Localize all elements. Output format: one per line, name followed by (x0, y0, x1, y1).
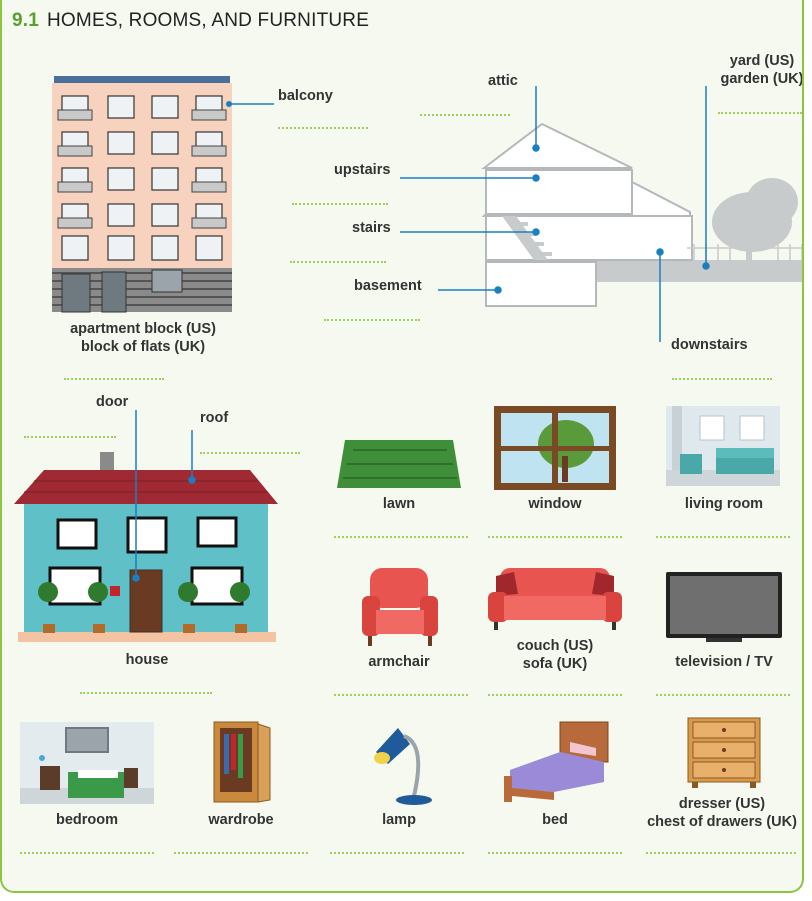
answer-line-attic (420, 114, 510, 116)
label-attic: attic (488, 73, 518, 89)
answer-line-basement (324, 319, 420, 321)
label-roof: roof (200, 410, 229, 426)
answer-line-apartment (64, 378, 164, 380)
answer-line-couch (488, 694, 622, 696)
label-lamp: lamp (382, 812, 416, 828)
answer-line-wardrobe (174, 852, 308, 854)
answer-line-bed (488, 852, 622, 854)
answer-line-balcony (278, 127, 368, 129)
bedroom-illustration (20, 722, 154, 804)
label-bedroom: bedroom (55, 812, 119, 828)
label-lawn: lawn (382, 496, 416, 512)
label-television: television / TV (675, 654, 773, 670)
label-apartment-us: apartment block (US) (70, 321, 216, 337)
answer-line-lawn (334, 536, 468, 538)
television-illustration (666, 572, 782, 642)
label-bed: bed (542, 812, 568, 828)
answer-line-television (656, 694, 790, 696)
answer-line-stairs (290, 261, 386, 263)
label-living-room: living room (684, 496, 764, 512)
answer-line-lamp (330, 852, 464, 854)
label-sofa-uk: sofa (UK) (522, 656, 588, 672)
label-basement: basement (354, 278, 422, 294)
label-garden-uk: garden (UK) (720, 71, 804, 87)
label-chest-uk: chest of drawers (UK) (647, 814, 797, 830)
label-couch-us: couch (US) (516, 638, 594, 654)
answer-line-bedroom (20, 852, 154, 854)
wardrobe-illustration (213, 721, 271, 803)
couch-illustration (488, 568, 622, 630)
living-room-illustration (666, 406, 780, 486)
window-illustration (494, 406, 616, 490)
answer-line-armchair (334, 694, 468, 696)
answer-line-yard (718, 112, 802, 114)
answer-line-downstairs (672, 378, 772, 380)
label-apartment-uk: block of flats (UK) (80, 339, 206, 355)
answer-line-roof (200, 452, 300, 454)
label-dresser: dresser (US) chest of drawers (UK) (642, 795, 802, 831)
label-downstairs: downstairs (671, 337, 748, 353)
label-yard-garden: yard (US) garden (UK) (712, 52, 804, 88)
section-title: HOMES, ROOMS, AND FURNITURE (47, 10, 370, 31)
label-door: door (96, 394, 129, 410)
answer-line-living-room (656, 536, 790, 538)
dresser-illustration (687, 717, 761, 788)
label-armchair: armchair (368, 654, 430, 670)
label-stairs: stairs (352, 220, 391, 236)
label-wardrobe: wardrobe (208, 812, 274, 828)
page-title: 9.1 HOMES, ROOMS, AND FURNITURE (12, 10, 369, 32)
label-window: window (528, 496, 582, 512)
bed-illustration (504, 721, 609, 802)
lamp-illustration (374, 728, 432, 805)
answer-line-window (488, 536, 622, 538)
label-apartment-block: apartment block (US) block of flats (UK) (52, 320, 234, 356)
apartment-block-illustration (52, 76, 232, 313)
answer-line-door (24, 436, 116, 438)
label-house: house (125, 652, 169, 668)
section-pointers (400, 86, 710, 342)
label-upstairs: upstairs (334, 162, 391, 178)
answer-line-house (80, 692, 212, 694)
label-yard-us: yard (US) (729, 53, 795, 69)
label-couch-sofa: couch (US) sofa (UK) (490, 637, 620, 673)
answer-line-upstairs (292, 203, 388, 205)
answer-line-dresser (646, 852, 796, 854)
house-pointers (132, 410, 196, 582)
house-illustration (14, 452, 278, 642)
armchair-illustration (362, 568, 438, 646)
label-balcony: balcony (278, 88, 333, 104)
label-dresser-us: dresser (US) (678, 796, 766, 812)
lawn-illustration (337, 440, 461, 488)
section-number: 9.1 (12, 10, 40, 31)
balcony-pointer (226, 101, 274, 107)
